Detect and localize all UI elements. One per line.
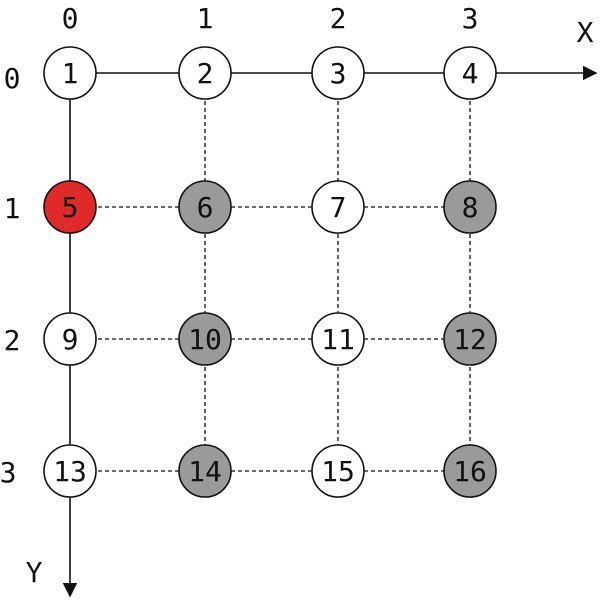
node-circle-7 bbox=[311, 180, 365, 234]
node-label-12: 12 bbox=[453, 323, 487, 356]
node-label-8: 8 bbox=[462, 191, 479, 224]
column-label-2: 2 bbox=[330, 2, 347, 35]
node-label-5: 5 bbox=[62, 191, 79, 224]
column-label-3: 3 bbox=[462, 2, 479, 35]
grid-node-12: 12 bbox=[443, 312, 497, 366]
grid-node-1: 1 bbox=[43, 46, 97, 100]
node-label-13: 13 bbox=[53, 455, 87, 488]
dashed-grid-lines bbox=[70, 73, 471, 472]
node-label-6: 6 bbox=[197, 191, 214, 224]
node-label-15: 15 bbox=[321, 455, 355, 488]
node-circle-6 bbox=[178, 180, 232, 234]
grid-node-9: 9 bbox=[43, 312, 97, 366]
node-circle-10 bbox=[178, 312, 232, 366]
grid-node-14: 14 bbox=[178, 444, 232, 498]
node-circle-4 bbox=[443, 46, 497, 100]
grid-node-10: 10 bbox=[178, 312, 232, 366]
grid-node-4: 4 bbox=[443, 46, 497, 100]
node-circle-1 bbox=[43, 46, 97, 100]
node-label-16: 16 bbox=[453, 455, 487, 488]
node-label-11: 11 bbox=[321, 323, 355, 356]
row-label-3: 3 bbox=[0, 456, 16, 489]
node-circle-3 bbox=[311, 46, 365, 100]
grid-node-3: 3 bbox=[311, 46, 365, 100]
grid-node-8: 8 bbox=[443, 180, 497, 234]
node-circle-2 bbox=[178, 46, 232, 100]
x-axis-title: X bbox=[577, 16, 594, 49]
row-label-1: 1 bbox=[4, 192, 21, 225]
node-label-1: 1 bbox=[62, 57, 79, 90]
grid-node-11: 11 bbox=[311, 312, 365, 366]
grid-node-15: 15 bbox=[311, 444, 365, 498]
grid-node-5: 5 bbox=[43, 180, 97, 234]
node-label-2: 2 bbox=[197, 57, 214, 90]
grid-node-6: 6 bbox=[178, 180, 232, 234]
grid-node-2: 2 bbox=[178, 46, 232, 100]
grid-node-16: 16 bbox=[443, 444, 497, 498]
node-circle-9 bbox=[43, 312, 97, 366]
node-circle-13 bbox=[43, 444, 97, 498]
row-label-2: 2 bbox=[4, 324, 21, 357]
node-label-9: 9 bbox=[62, 323, 79, 356]
node-label-10: 10 bbox=[188, 323, 222, 356]
node-circle-12 bbox=[443, 312, 497, 366]
row-label-0: 0 bbox=[4, 62, 21, 95]
grid-node-7: 7 bbox=[311, 180, 365, 234]
node-circle-14 bbox=[178, 444, 232, 498]
node-label-4: 4 bbox=[462, 57, 479, 90]
y-axis-title: Y bbox=[26, 556, 43, 589]
grid-node-13: 13 bbox=[43, 444, 97, 498]
node-circle-8 bbox=[443, 180, 497, 234]
node-label-3: 3 bbox=[330, 57, 347, 90]
node-circle-15 bbox=[311, 444, 365, 498]
node-label-14: 14 bbox=[188, 455, 222, 488]
node-circle-5 bbox=[43, 180, 97, 234]
column-label-0: 0 bbox=[62, 2, 79, 35]
column-label-1: 1 bbox=[197, 2, 214, 35]
node-circle-16 bbox=[443, 444, 497, 498]
node-circle-11 bbox=[311, 312, 365, 366]
node-label-7: 7 bbox=[330, 191, 347, 224]
